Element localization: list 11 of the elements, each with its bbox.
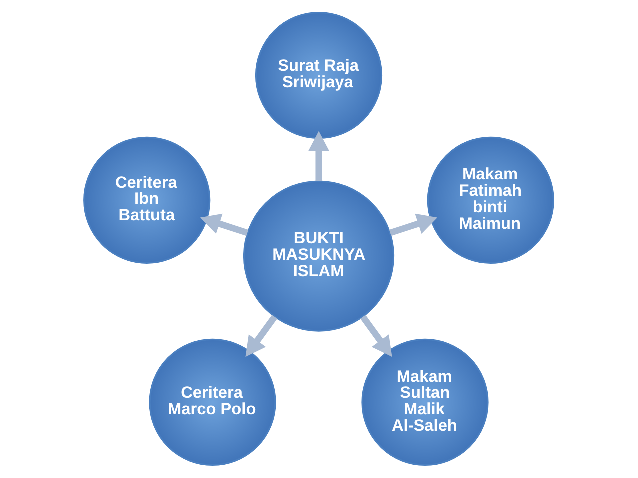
node-circle: Makam Sultan Malik Al-Saleh — [362, 338, 489, 466]
node-circle: BUKTI MASUKNYA ISLAM — [243, 180, 395, 332]
arrow — [389, 214, 438, 236]
arrow — [360, 315, 392, 358]
arrow — [246, 315, 278, 358]
arrow — [200, 214, 249, 236]
arrow — [308, 131, 330, 182]
node-circle: Makam Fatimah binti Maimun — [427, 136, 554, 264]
node-circle: Ceritera Marco Polo — [149, 338, 276, 466]
node-circle: Ceritera Ibn Battuta — [84, 136, 211, 264]
node-circle: Surat Raja Sriwijaya — [255, 12, 383, 140]
